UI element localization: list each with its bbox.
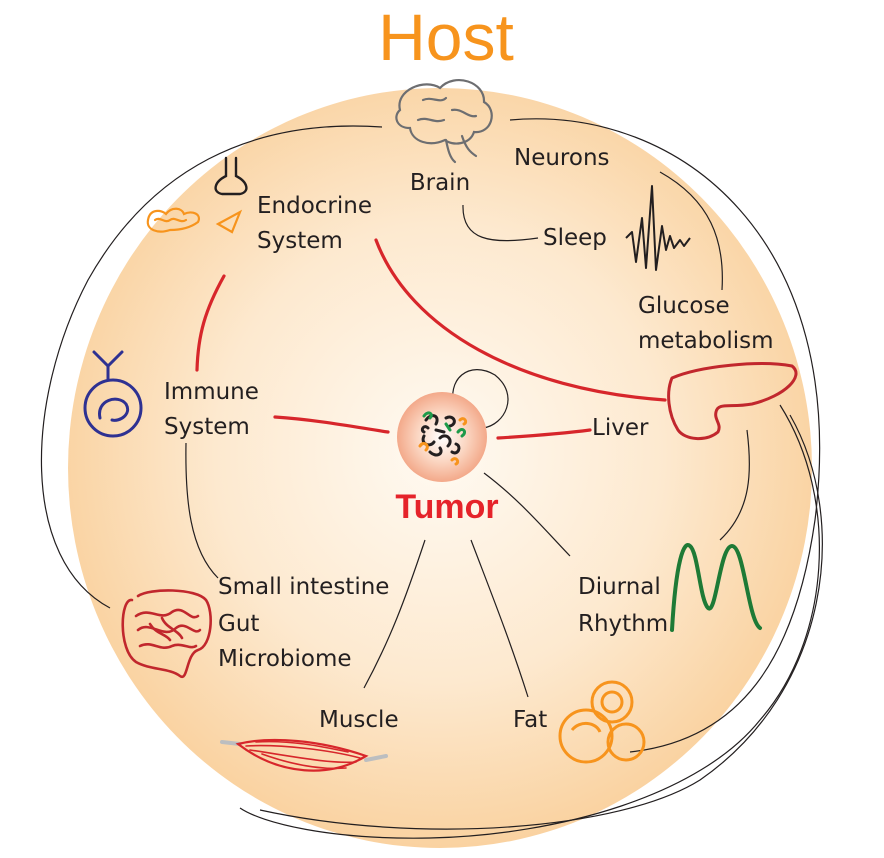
glucose-label-line1: Glucose	[638, 293, 730, 319]
outer-connectors	[40, 118, 823, 839]
fat-cells-icon	[558, 680, 646, 764]
tumor-node	[397, 392, 487, 482]
liver-icon	[667, 362, 798, 440]
intestine-label-line2: Gut	[218, 611, 259, 637]
immune-cell-icon	[83, 350, 143, 438]
endocrine-label-line2: System	[257, 228, 343, 254]
red-links	[195, 238, 667, 440]
thin-links	[185, 369, 571, 698]
intestine-label-line3: Microbiome	[218, 646, 352, 672]
muscle-label: Muscle	[319, 707, 399, 733]
sleep-label: Sleep	[543, 225, 607, 251]
immune-label-line2: System	[164, 414, 250, 440]
neurons-label: Neurons	[514, 145, 610, 171]
diurnal-label-line2: Rhythm	[578, 611, 668, 637]
tumor-label: Tumor	[395, 488, 498, 526]
diurnal-rhythm-icon	[670, 543, 762, 632]
title: Host	[378, 0, 514, 74]
glucose-label-line2: metabolism	[638, 328, 774, 354]
gut-icon	[121, 589, 212, 679]
fat-label: Fat	[513, 707, 547, 733]
liver-label: Liver	[592, 415, 649, 441]
brain-icon	[395, 78, 493, 164]
diurnal-label-line1: Diurnal	[578, 574, 661, 600]
brain-label: Brain	[410, 170, 470, 196]
endocrine-label-line1: Endocrine	[257, 193, 372, 219]
pancreas-icon	[146, 207, 243, 234]
intestine-label-line1: Small intestine	[218, 574, 389, 600]
sleep-wave-icon	[625, 185, 691, 271]
brain-sleep-link	[462, 204, 539, 242]
muscle-icon	[220, 738, 388, 772]
thyroid-icon	[214, 156, 248, 196]
immune-label-line1: Immune	[164, 379, 259, 405]
tumor-cells-icon	[418, 411, 468, 466]
